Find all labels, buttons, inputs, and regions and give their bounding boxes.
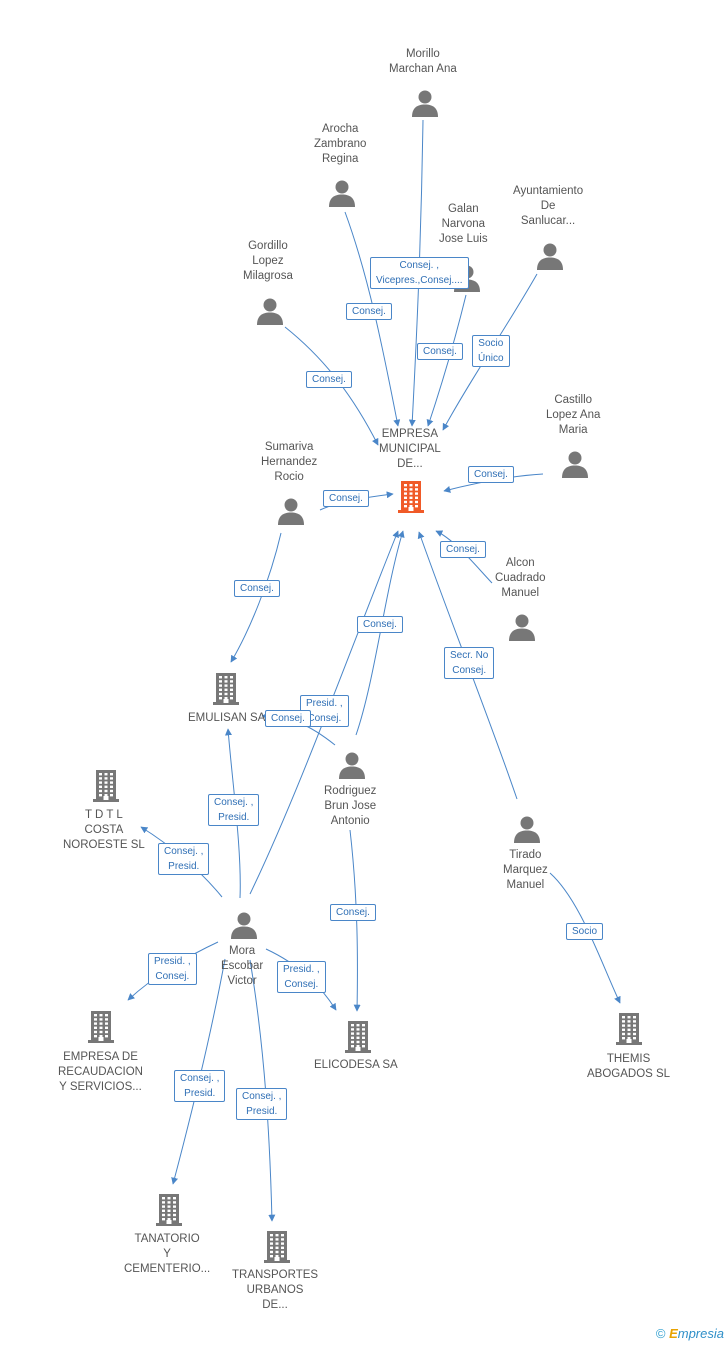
- edge-label-rodriguez-to-empresa-municipal[interactable]: Consej.: [357, 616, 403, 633]
- arocha-person-icon[interactable]: [327, 178, 357, 213]
- node-label-arocha[interactable]: Arocha Zambrano Regina: [314, 123, 367, 165]
- edge-label-mora-to-emulisan[interactable]: Consej. , Presid.: [208, 794, 260, 826]
- edge-rodriguez-to-empresa-municipal: [355, 530, 405, 736]
- edge-label-mora-to-tdtl[interactable]: Consej. , Presid.: [158, 843, 210, 875]
- mora-person-icon[interactable]: [229, 910, 259, 945]
- edge-label-mora-to-tanatorio[interactable]: Consej. , Presid.: [174, 1070, 226, 1102]
- morillo-person-icon[interactable]: [410, 88, 440, 123]
- edge-rodriguez-to-elicodesa: [349, 829, 361, 1012]
- edge-label-gordillo-to-empresa-municipal[interactable]: Consej.: [306, 371, 352, 388]
- node-label-morillo[interactable]: Morillo Marchan Ana: [389, 48, 457, 75]
- edge-label-sumariva-to-empresa-municipal[interactable]: Consej.: [323, 490, 369, 507]
- node-label-tirado[interactable]: Tirado Marquez Manuel: [503, 849, 548, 891]
- node-label-themis[interactable]: THEMIS ABOGADOS SL: [587, 1053, 671, 1080]
- recaudacion-building-icon[interactable]: [86, 1010, 116, 1049]
- node-label-elicodesa[interactable]: ELICODESA SA: [314, 1059, 398, 1071]
- edge-label-arocha-to-empresa-municipal[interactable]: Consej.: [346, 303, 392, 320]
- brand-initial: E: [669, 1326, 678, 1341]
- node-label-rodriguez[interactable]: Rodriguez Brun Jose Antonio: [324, 785, 377, 827]
- node-label-empresa-municipal[interactable]: EMPRESA MUNICIPAL DE...: [379, 428, 441, 470]
- ayuntamiento-person-icon[interactable]: [535, 241, 565, 276]
- node-label-mora[interactable]: Mora Escobar Victor: [221, 945, 264, 987]
- transportes-building-icon[interactable]: [262, 1230, 292, 1269]
- edge-label-morillo-to-empresa-municipal[interactable]: Consej. , Vicepres.,Consej....: [370, 257, 469, 289]
- edge-label-ayuntamiento-to-empresa-municipal[interactable]: Socio Único: [472, 335, 510, 367]
- edge-label-alcon-to-empresa-municipal[interactable]: Consej.: [440, 541, 486, 558]
- node-label-emulisan[interactable]: EMULISAN SA: [188, 712, 266, 724]
- node-label-alcon[interactable]: Alcon Cuadrado Manuel: [495, 557, 546, 599]
- sumariva-person-icon[interactable]: [276, 496, 306, 531]
- node-label-gordillo[interactable]: Gordillo Lopez Milagrosa: [243, 240, 293, 282]
- edge-galan-to-empresa-municipal: [426, 294, 467, 427]
- node-label-tdtl[interactable]: T D T L COSTA NOROESTE SL: [63, 809, 145, 851]
- themis-building-icon[interactable]: [614, 1012, 644, 1051]
- edge-label-tirado-to-empresa-municipal[interactable]: Secr. No Consej.: [444, 647, 495, 679]
- edge-label-mora-to-transportes[interactable]: Consej. , Presid.: [236, 1088, 288, 1120]
- edge-label-mora-to-elicodesa[interactable]: Presid. , Consej.: [277, 961, 326, 993]
- castillo-person-icon[interactable]: [560, 449, 590, 484]
- emulisan-building-icon[interactable]: [211, 672, 241, 711]
- brand-name: mpresia: [677, 1326, 724, 1341]
- edge-sumariva-to-emulisan: [230, 532, 282, 663]
- node-label-tanatorio[interactable]: TANATORIO Y CEMENTERIO...: [124, 1233, 211, 1275]
- edge-label-galan-to-empresa-municipal[interactable]: Consej.: [417, 343, 463, 360]
- node-label-transportes[interactable]: TRANSPORTES URBANOS DE...: [232, 1269, 319, 1311]
- edge-label-mora-to-empresa-municipal[interactable]: Consej.: [265, 710, 311, 727]
- node-label-galan[interactable]: Galan Narvona Jose Luis: [439, 203, 488, 245]
- edge-label-tirado-to-themis[interactable]: Socio: [566, 923, 604, 940]
- rodriguez-person-icon[interactable]: [337, 750, 367, 785]
- tdtl-building-icon[interactable]: [91, 769, 121, 808]
- copyright-symbol: ©: [655, 1326, 666, 1341]
- edge-morillo-to-empresa-municipal: [408, 119, 424, 427]
- node-label-castillo[interactable]: Castillo Lopez Ana Maria: [546, 394, 601, 436]
- elicodesa-building-icon[interactable]: [343, 1020, 373, 1059]
- tanatorio-building-icon[interactable]: [154, 1193, 184, 1232]
- node-label-sumariva[interactable]: Sumariva Hernandez Rocio: [261, 441, 318, 483]
- alcon-person-icon[interactable]: [507, 612, 537, 647]
- node-label-ayuntamiento[interactable]: Ayuntamiento De Sanlucar...: [513, 185, 584, 227]
- copyright: © Empresia: [656, 1326, 724, 1341]
- edge-label-sumariva-to-emulisan[interactable]: Consej.: [234, 580, 280, 597]
- tirado-person-icon[interactable]: [512, 814, 542, 849]
- gordillo-person-icon[interactable]: [255, 296, 285, 331]
- edge-label-castillo-to-empresa-municipal[interactable]: Consej.: [468, 466, 514, 483]
- node-label-recaudacion[interactable]: EMPRESA DE RECAUDACION Y SERVICIOS...: [58, 1051, 143, 1093]
- empresa-municipal-building-icon[interactable]: [396, 480, 426, 519]
- edge-label-rodriguez-to-elicodesa[interactable]: Consej.: [330, 904, 376, 921]
- edge-label-mora-to-recaudacion[interactable]: Presid. , Consej.: [148, 953, 197, 985]
